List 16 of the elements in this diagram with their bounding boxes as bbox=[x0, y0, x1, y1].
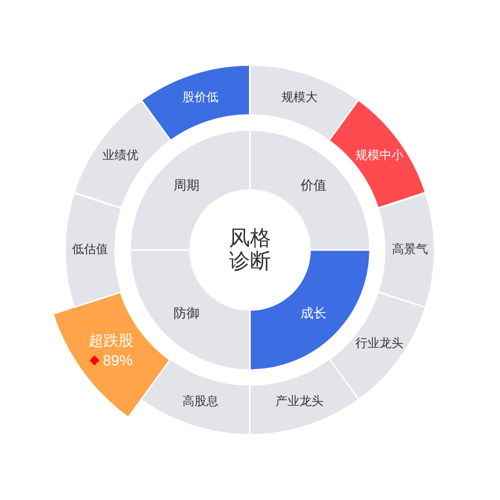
segment-label: 产业龙头 bbox=[275, 395, 324, 410]
segment-label: 周期 bbox=[173, 178, 200, 194]
segment-label: 防御 bbox=[173, 306, 200, 322]
segment-label: 高股息 bbox=[182, 395, 219, 410]
segment-label: 规模大 bbox=[281, 90, 318, 105]
center-title: 风格诊断 bbox=[228, 226, 272, 274]
segment-label: 业绩优 bbox=[102, 149, 139, 163]
segment-label: 规模中小 bbox=[355, 149, 404, 163]
segment-label: 行业龙头 bbox=[355, 337, 404, 351]
segment-label: 超跌股 bbox=[88, 332, 134, 350]
segment-label: 价值 bbox=[300, 178, 327, 194]
score-value: 89% bbox=[102, 352, 133, 370]
segment-label: 股价低 bbox=[182, 90, 219, 105]
segment-label: 低估值 bbox=[72, 243, 108, 257]
segment-label: 高景气 bbox=[392, 243, 428, 257]
segment-label: 成长 bbox=[300, 306, 327, 322]
